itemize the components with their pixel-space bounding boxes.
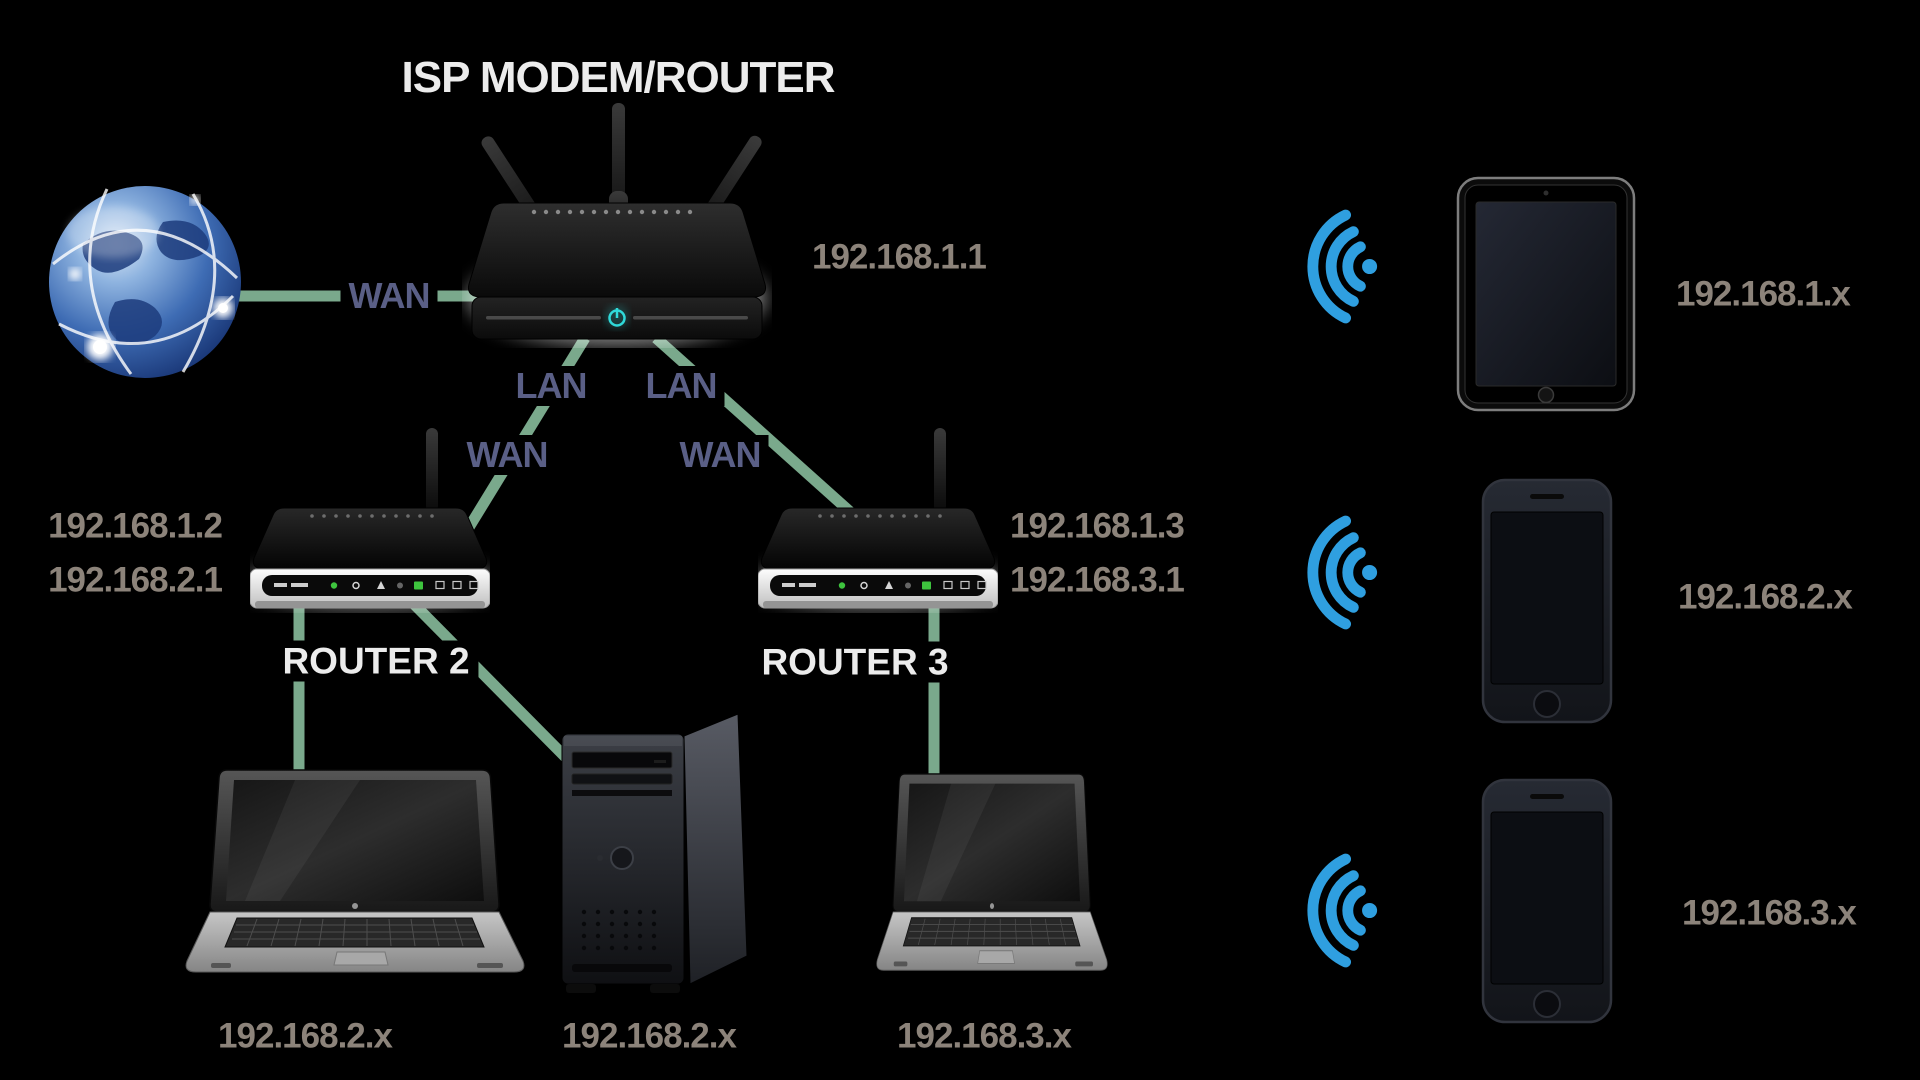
- tablet-device: [1456, 176, 1636, 412]
- wan-label-router3: WAN: [671, 435, 769, 475]
- phone-device-1: [1481, 478, 1613, 724]
- power-icon: [605, 305, 629, 329]
- isp-router-device: [462, 98, 772, 348]
- router3-lan-ip: 192.168.3.1: [1010, 560, 1185, 600]
- isp-router-ip: 192.168.1.1: [812, 237, 987, 277]
- wifi-icon-2: [1296, 514, 1388, 631]
- laptop-left-device: [185, 768, 525, 980]
- wan-label-internet: WAN: [340, 276, 438, 316]
- phone-bottom-subnet: 192.168.3.x: [1682, 893, 1857, 933]
- desktop-subnet: 192.168.2.x: [562, 1016, 737, 1056]
- laptop-right-device: [875, 772, 1109, 978]
- phone-middle-subnet: 192.168.2.x: [1678, 577, 1853, 617]
- tablet-subnet: 192.168.1.x: [1676, 274, 1851, 314]
- lan-label-right: LAN: [637, 366, 725, 406]
- wifi-icon-1: [1296, 208, 1388, 325]
- internet-globe-icon: [45, 182, 245, 382]
- lan-label-left: LAN: [507, 366, 595, 406]
- wifi-icon-3: [1296, 852, 1388, 969]
- router2-lan-ip: 192.168.2.1: [48, 560, 223, 600]
- line-router2-to-desktop: [396, 586, 594, 786]
- diagram-title: ISP MODEM/ROUTER: [401, 53, 835, 102]
- wan-label-router2: WAN: [458, 435, 556, 475]
- router3-device: [758, 428, 998, 613]
- laptop-left-subnet: 192.168.2.x: [218, 1016, 393, 1056]
- router3-label: ROUTER 3: [752, 641, 958, 683]
- desktop-pc-device: [556, 706, 751, 996]
- phone-device-2: [1481, 778, 1613, 1024]
- router2-wan-ip: 192.168.1.2: [48, 506, 223, 546]
- laptop-right-subnet: 192.168.3.x: [897, 1016, 1072, 1056]
- router2-device: [250, 428, 490, 613]
- router3-wan-ip: 192.168.1.3: [1010, 506, 1185, 546]
- router2-label: ROUTER 2: [273, 640, 479, 682]
